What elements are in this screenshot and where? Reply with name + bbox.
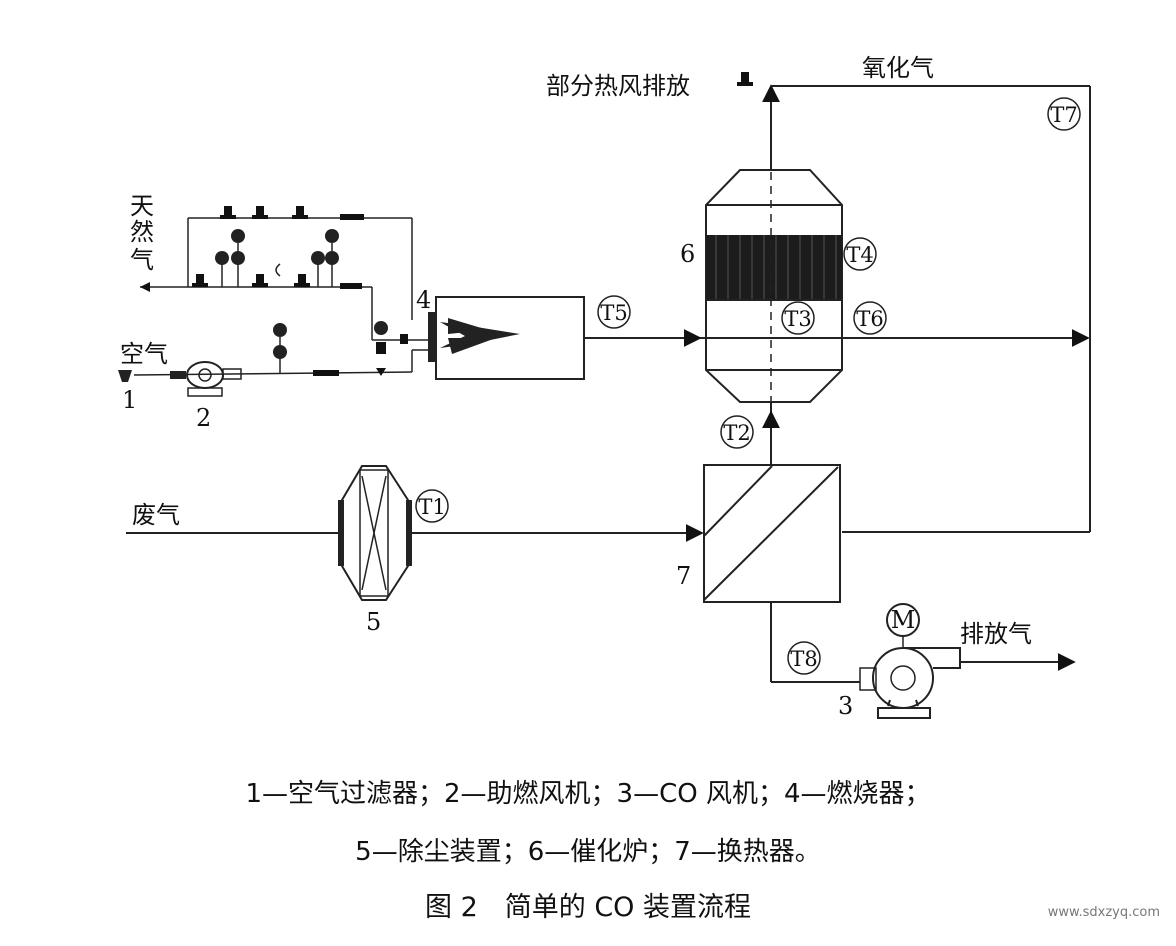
temp-point-t4: T4: [843, 237, 877, 271]
equipment-number-1: 1: [122, 386, 137, 414]
figure-title: 图 2 简单的 CO 装置流程: [425, 892, 751, 923]
natural-gas-label-3: 气: [130, 246, 154, 274]
svg-text:T1: T1: [418, 495, 445, 519]
temp-point-t7: T7: [1047, 97, 1081, 131]
heat-exchanger: [703, 464, 841, 603]
dust-collector: [338, 465, 412, 601]
temperature-tags: T1 T2 T3 T4 T5 T6 T7 T8: [415, 97, 1081, 675]
release-valve-icon: [737, 72, 753, 86]
partial-release-label: 部分热风排放: [546, 72, 690, 100]
temp-point-t3: T3: [781, 301, 815, 335]
valve-icon: [220, 206, 364, 220]
svg-text:T8: T8: [790, 647, 817, 671]
equipment-number-5: 5: [366, 608, 381, 636]
temp-point-t1: T1: [415, 489, 449, 523]
pressure-gauge-icon: [215, 229, 339, 287]
valve-icon: [192, 263, 362, 289]
temp-point-t2: T2: [720, 415, 754, 449]
motor-icon: M: [886, 603, 920, 637]
legend-line-2: 5—除尘装置；6—催化炉；7—换热器。: [355, 837, 821, 867]
legend-line-1: 1—空气过滤器；2—助燃风机；3—CO 风机；4—燃烧器；: [245, 779, 930, 809]
oxidized-gas-label: 氧化气: [862, 54, 934, 82]
temp-point-t5: T5: [597, 295, 631, 329]
equipment-number-4: 4: [416, 286, 431, 314]
equipment-number-2: 2: [196, 404, 211, 432]
temp-point-t8: T8: [787, 641, 821, 675]
equipment-number-7: 7: [676, 562, 691, 590]
equipment-number-6: 6: [680, 240, 695, 268]
waste-gas-label: 废气: [132, 501, 180, 529]
combustion-fan-icon: [170, 361, 242, 397]
svg-text:T3: T3: [784, 307, 811, 331]
catalytic-furnace: [705, 130, 843, 436]
svg-text:T2: T2: [723, 421, 750, 445]
temp-point-t6: T6: [853, 301, 887, 335]
svg-text:T7: T7: [1050, 103, 1077, 127]
air-filter-icon: [118, 370, 132, 382]
co-fan-icon: [859, 636, 961, 719]
svg-text:T5: T5: [600, 301, 627, 325]
fuel-gas-train: [140, 206, 413, 340]
equipment-numbers: 1 2 3 4 5 6 7: [122, 240, 853, 720]
combustion-air-line: [118, 321, 432, 397]
exhaust-label: 排放气: [960, 620, 1032, 648]
pressure-gauge-icon: [273, 321, 408, 376]
motor-label: M: [891, 606, 916, 634]
air-label: 空气: [120, 340, 168, 368]
watermark: www.sdxzyq.com: [1048, 905, 1160, 920]
svg-text:T4: T4: [846, 243, 873, 267]
burner: [428, 296, 585, 380]
stream-labels: 天 然 气 空气 废气 部分热风排放 氧化气 排放气: [120, 54, 1032, 648]
svg-text:T6: T6: [856, 307, 883, 331]
natural-gas-label-1: 天: [130, 192, 154, 220]
equipment-number-3: 3: [838, 692, 853, 720]
natural-gas-label-2: 然: [130, 218, 154, 246]
